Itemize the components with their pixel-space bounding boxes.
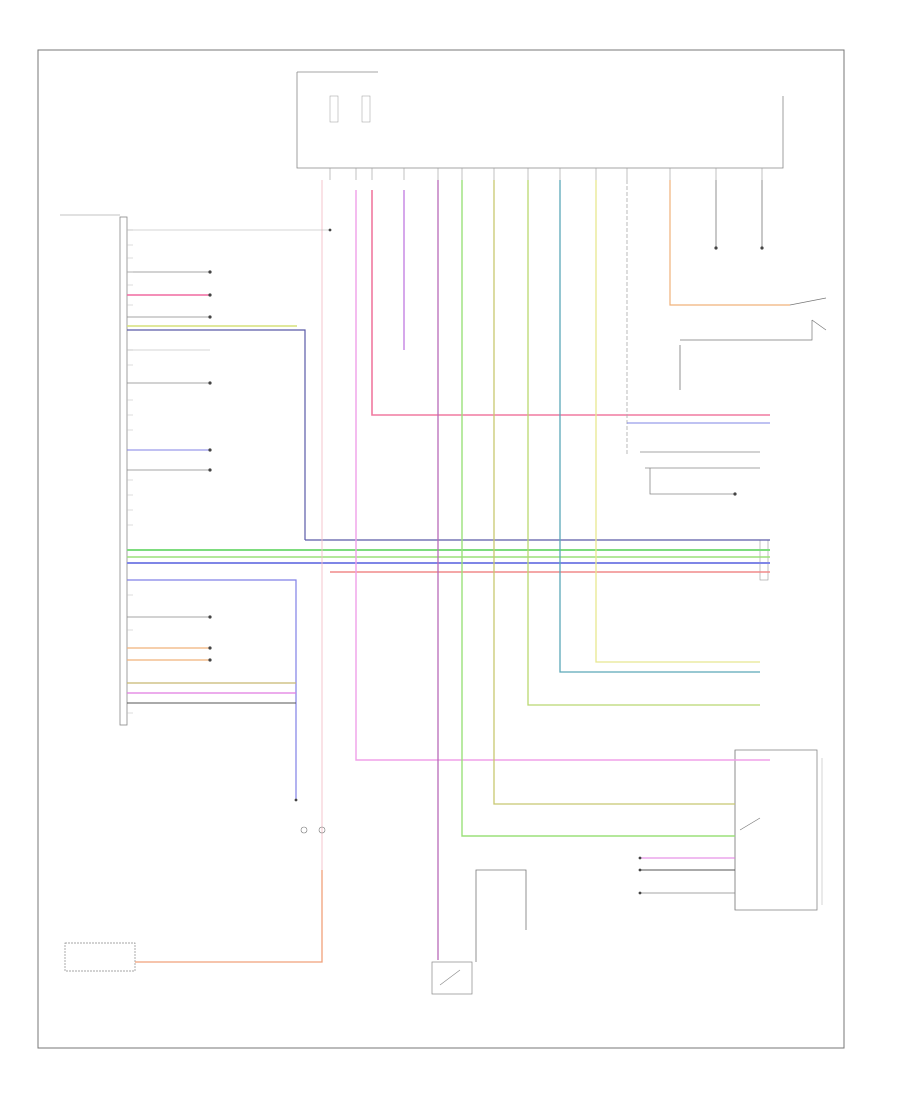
wire-blue-lower [127, 579, 297, 800]
wire-lime-right [527, 180, 760, 706]
top-module-box [296, 72, 784, 169]
bottom-switch-contact [439, 969, 461, 986]
bottom-switch-box [431, 961, 473, 995]
fuse-2 [361, 95, 371, 123]
control-module-switch [739, 817, 761, 831]
diagram-frame [37, 49, 845, 1049]
left-module-box [119, 216, 128, 726]
upper-right-switch [680, 297, 827, 341]
wire-orange-bottom [135, 870, 323, 963]
fuse-1 [329, 95, 339, 123]
wire-bottom-ground [475, 869, 527, 962]
wire-olive-control [493, 180, 735, 805]
wire-pink-main [371, 190, 770, 416]
right-connector-block [759, 539, 769, 581]
wire-magenta-long [355, 190, 770, 761]
top-connector-ticks [329, 168, 763, 180]
left-module-pin-ticks [127, 229, 133, 714]
wire-teal [559, 180, 760, 673]
wire-purple-upper [127, 329, 306, 540]
wire-orange-right [669, 180, 790, 306]
control-module-box [734, 749, 818, 911]
wire-yellow [595, 180, 760, 663]
stub-right-grey-3 [649, 468, 735, 495]
connector-dots [208, 228, 764, 895]
wire-green-control [461, 180, 735, 837]
lower-left-module [64, 942, 136, 972]
